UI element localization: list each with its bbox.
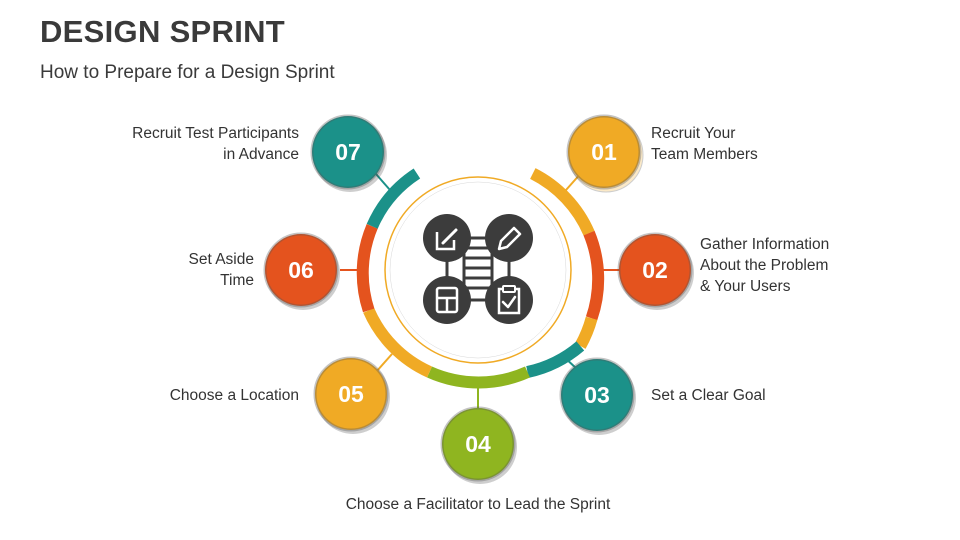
step-number-05: 05 <box>338 381 364 407</box>
step-label-02-line-2: About the Problem <box>700 257 829 274</box>
ring-arc-teal-right <box>526 341 585 378</box>
ring-arc-yellow-right-low <box>574 316 598 349</box>
step-label-01-line-1: Recruit Your <box>651 125 736 142</box>
step-label-04: Choose a Facilitator to Lead the Sprint <box>300 494 656 515</box>
outer-ring <box>356 168 605 389</box>
step-label-03-line-1: Set a Clear Goal <box>651 387 766 404</box>
step-badge-04: 04 <box>440 406 517 484</box>
pencil-icon <box>485 214 533 262</box>
ring-arc-green-bottom <box>427 366 530 389</box>
step-label-05-line-1: Choose a Location <box>169 387 299 404</box>
step-badge-07: 07 <box>310 114 387 192</box>
step-number-01: 01 <box>591 139 617 165</box>
step-number-03: 03 <box>584 382 610 408</box>
step-label-01-line-2: Team Members <box>651 146 758 163</box>
center-icon-group <box>423 214 533 324</box>
step-label-02: Gather Information About the Problem & Y… <box>700 234 829 297</box>
page-subtitle: How to Prepare for a Design Sprint <box>40 62 335 83</box>
step-label-02-line-1: Gather Information <box>700 236 830 253</box>
ring-arc-orange-left <box>356 223 378 313</box>
step-label-06-line-2: Time <box>220 272 254 289</box>
step-label-05: Choose a Location <box>170 385 299 406</box>
step-label-03: Set a Clear Goal <box>651 385 766 406</box>
step-badge-03: 03 <box>559 357 636 435</box>
step-label-07-line-2: in Advance <box>223 146 299 163</box>
step-badge-05: 05 <box>313 356 390 434</box>
layout-icon <box>423 276 471 324</box>
step-number-04: 04 <box>465 431 491 457</box>
step-number-02: 02 <box>642 257 668 283</box>
ring-arc-teal-left <box>366 168 421 229</box>
step-label-07: Recruit Test Participants in Advance <box>132 123 299 165</box>
step-badge-01: 01 <box>566 114 644 193</box>
page-title: DESIGN SPRINT <box>40 14 286 49</box>
step-label-04-line-1: Choose a Facilitator to Lead the Sprint <box>345 496 611 513</box>
step-badge-02: 02 <box>617 232 694 310</box>
step-number-07: 07 <box>335 139 361 165</box>
step-number-06: 06 <box>288 257 314 283</box>
step-label-07-line-1: Recruit Test Participants <box>132 125 299 142</box>
edit-square-icon <box>423 214 471 262</box>
step-label-02-line-3: & Your Users <box>700 278 791 295</box>
step-badge-06: 06 <box>263 232 340 310</box>
step-label-06: Set Aside Time <box>189 249 255 291</box>
ring-arc-orange-right <box>583 230 605 321</box>
step-label-06-line-1: Set Aside <box>188 251 255 268</box>
checklist-icon <box>485 276 533 324</box>
ring-arc-yellow-left <box>363 307 433 378</box>
ring-arc-yellow-right <box>529 168 595 236</box>
step-label-01: Recruit Your Team Members <box>651 123 758 165</box>
